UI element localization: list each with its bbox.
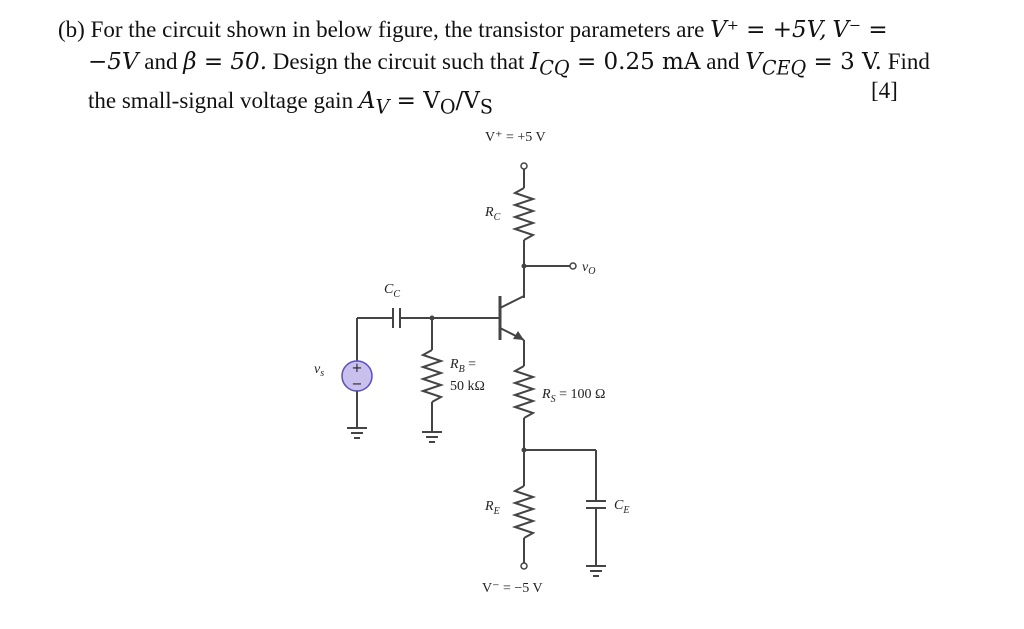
vminus-value: −5V (88, 49, 139, 75)
vminus-label: V⁻ = −5 V (482, 581, 543, 596)
re-resistor (511, 485, 537, 539)
vplus-terminal (520, 162, 528, 170)
rb-resistor (419, 349, 445, 403)
and-text-2: and (706, 49, 740, 74)
transistor-collector-lead (499, 295, 525, 309)
ground-icon (347, 427, 367, 439)
vo-label: vO (582, 260, 595, 277)
vminus-terminal (520, 562, 528, 570)
rc-resistor (511, 187, 537, 241)
vplus-label: V⁺ = +5 V (485, 130, 546, 145)
rs-resistor (511, 365, 537, 419)
ce-label: CE (614, 498, 629, 516)
question-text: (b) For the circuit shown in below figur… (58, 14, 930, 124)
gain-equation: AV = VO/VS (358, 87, 494, 119)
icq-equation: ICQ = 0.25 mA (530, 49, 701, 80)
rb-value: 50 kΩ (450, 379, 485, 394)
source-minus: − (352, 377, 363, 392)
vo-terminal (569, 262, 577, 270)
ground-icon (586, 565, 606, 577)
ground-icon (422, 431, 442, 443)
rs-label: RS = 100 Ω (541, 387, 605, 405)
cc-label: CC (384, 282, 400, 300)
rb-label: RB = (449, 357, 476, 375)
marks-label: [4] (871, 78, 898, 103)
question-line1-text: For the circuit shown in below figure, t… (90, 17, 705, 42)
vceq-equation: VCEQ = 3 V. (745, 49, 882, 80)
beta-equation: β = 50. (183, 49, 268, 75)
vplus-equation: V⁺ = +5V, (710, 17, 827, 43)
and-text: and (144, 49, 178, 74)
source-plus: + (352, 361, 363, 376)
find-text: Find (887, 49, 930, 74)
question-line-2: −5V and β = 50. Design the circuit such … (58, 46, 930, 85)
question-line-3: the small-signal voltage gain AV = VO/VS (58, 85, 918, 124)
emitter-arrow-icon (513, 331, 524, 340)
question-line-1: (b) For the circuit shown in below figur… (58, 14, 918, 46)
re-label: RE (484, 499, 500, 517)
rc-label: RC (484, 205, 501, 223)
design-text: Design the circuit such that (272, 49, 525, 74)
vminus-equation-start: V⁻ = (832, 17, 888, 43)
vs-label: vs (314, 362, 324, 379)
gain-text: the small-signal voltage gain (88, 87, 354, 113)
part-label: (b) (58, 17, 85, 42)
